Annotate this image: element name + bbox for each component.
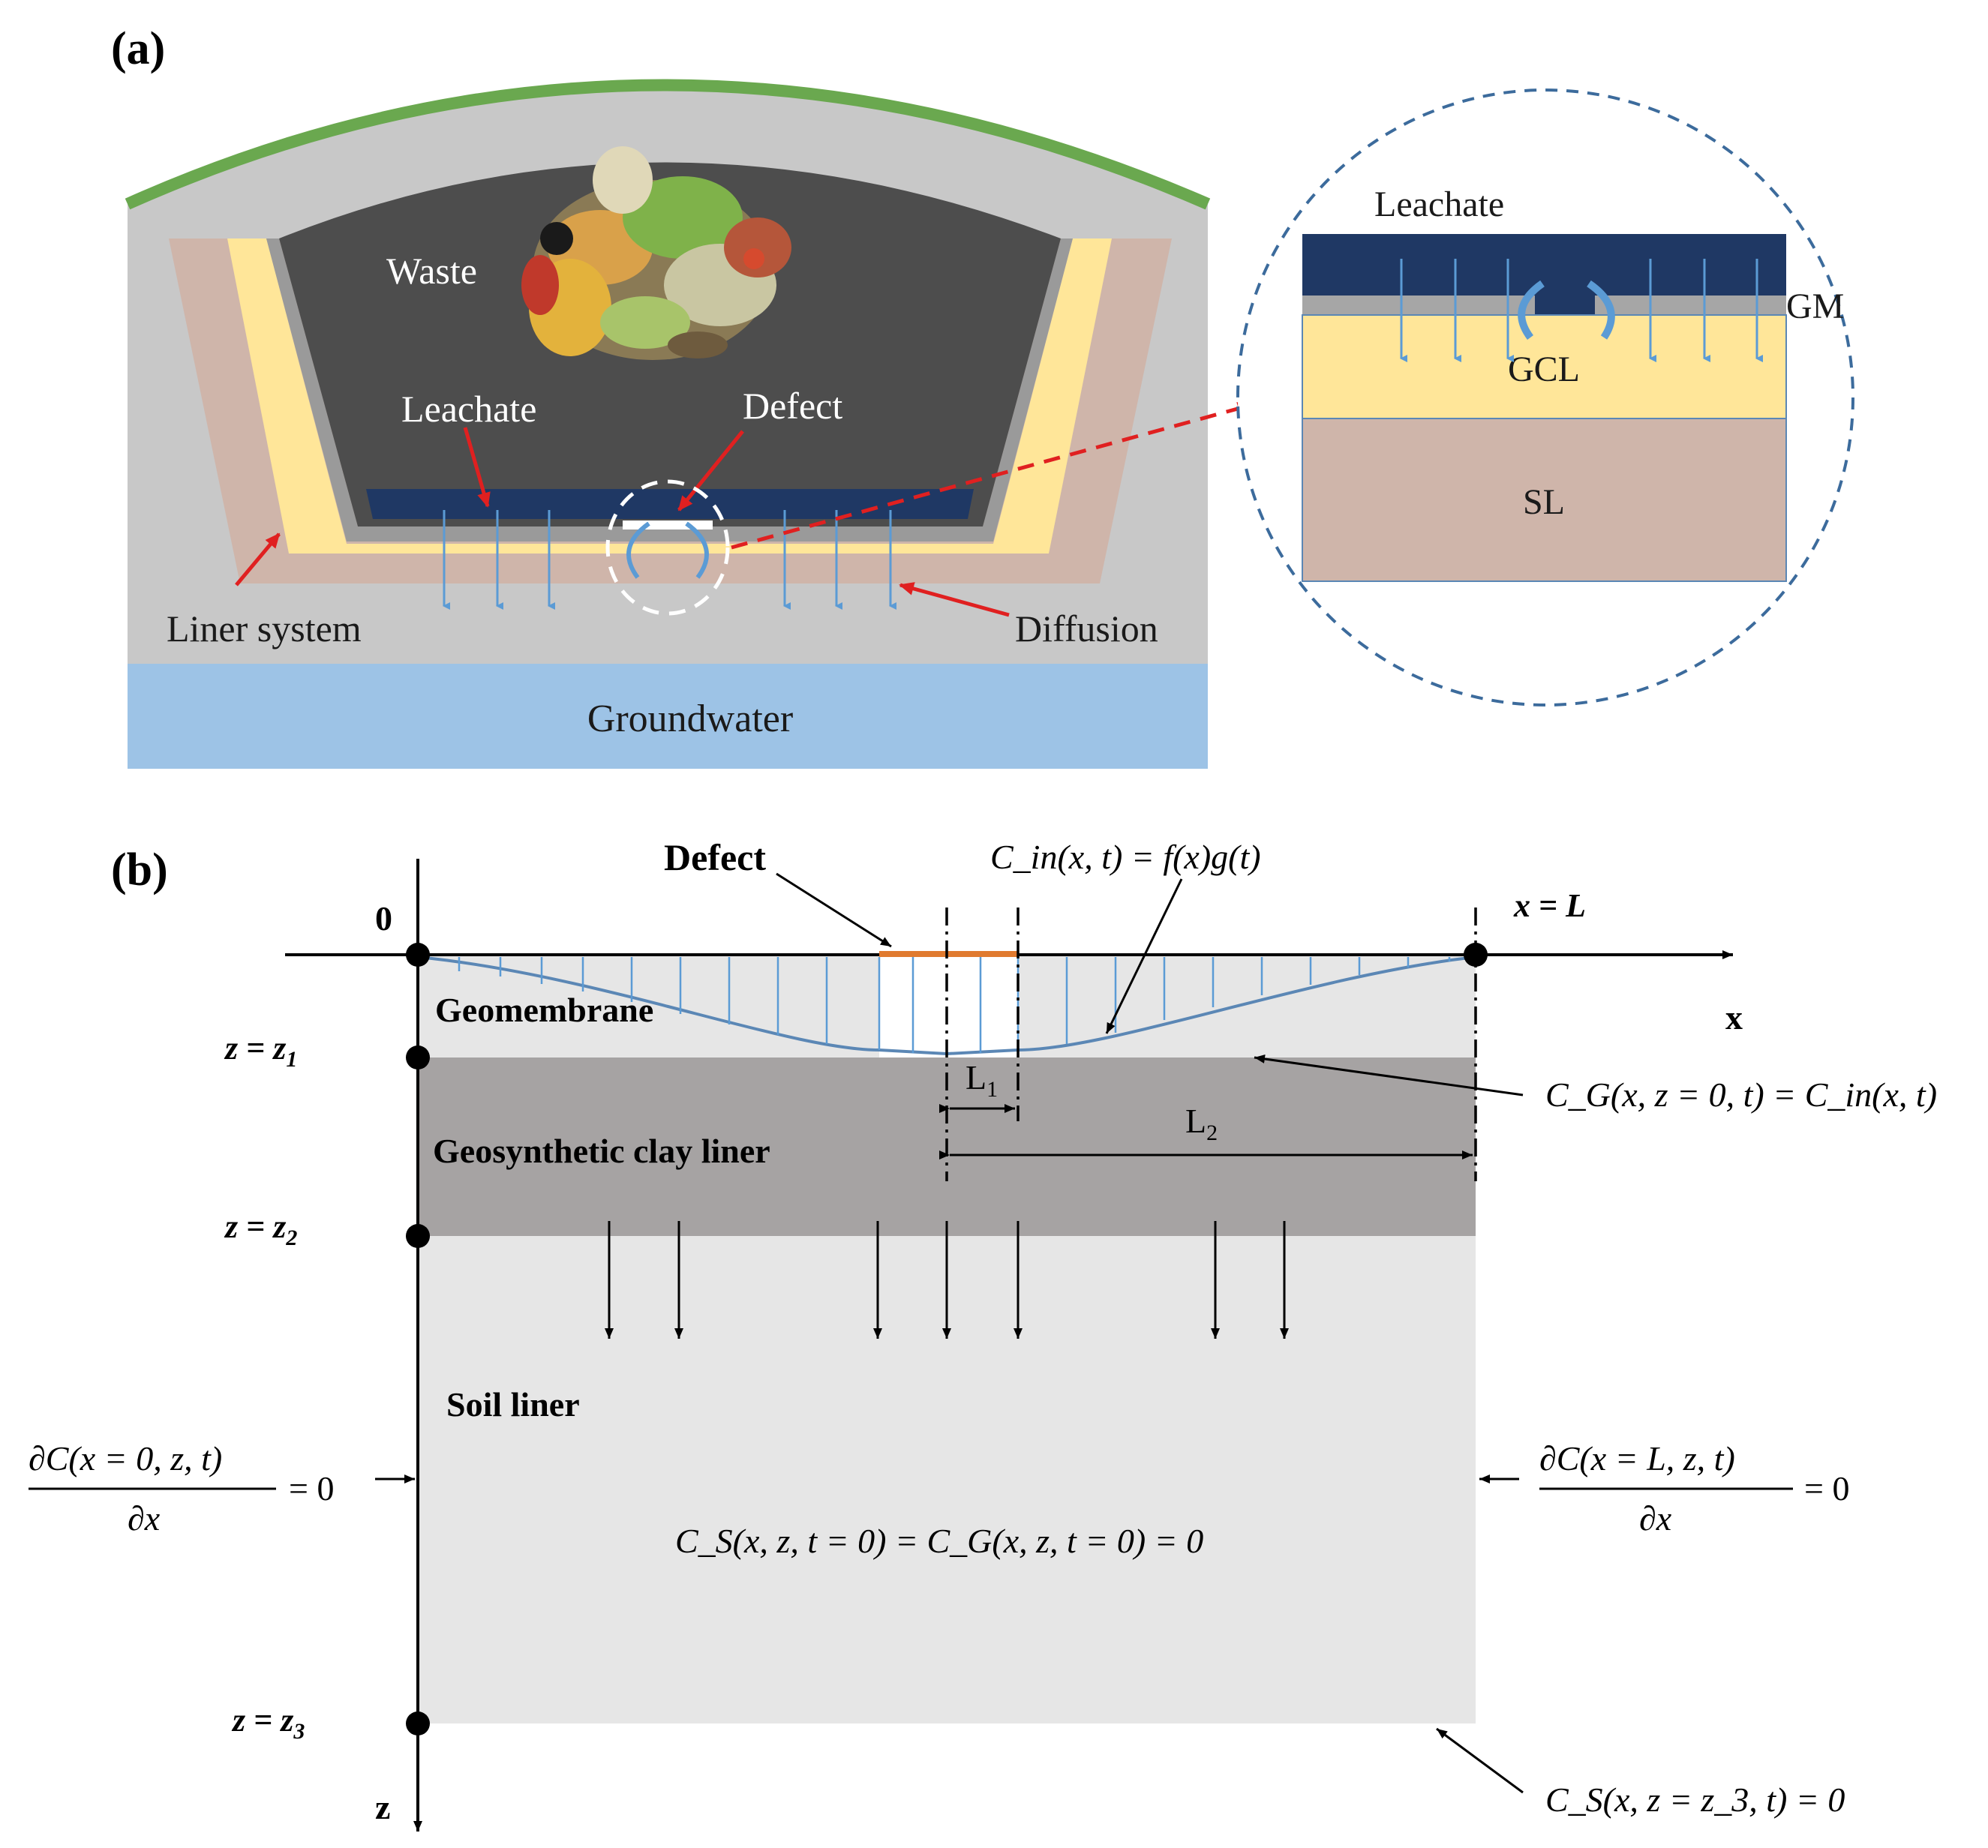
defect-pointer-arrow <box>677 430 744 512</box>
zoom-link-arrow <box>731 402 1253 550</box>
defect-highlight-circle <box>605 479 730 616</box>
origin-label: 0 <box>375 899 392 938</box>
leachate-label: Leachate <box>401 388 536 430</box>
defect-flow-left <box>626 521 650 579</box>
cg-pointer <box>1254 1054 1524 1096</box>
node-z3 <box>406 1712 430 1736</box>
diffusion-arrows-left <box>443 510 555 610</box>
L2-label-text: L <box>1185 1102 1206 1140</box>
svg-text:z = z3: z = z3 <box>231 1702 305 1744</box>
zoom-diffusion-arrows <box>1400 259 1763 362</box>
panel-b-label: (b) <box>111 844 168 896</box>
flux-arrows <box>605 1221 1289 1339</box>
defect-pointer-b <box>776 872 892 948</box>
leachate-pool <box>366 489 974 519</box>
geomembrane-defect <box>623 520 713 530</box>
soil-liner-label: Soil liner <box>446 1385 580 1424</box>
zoom-leachate-label: Leachate <box>1374 184 1504 224</box>
panel-b: (b) <box>29 836 1937 1832</box>
initial-condition: C_S(x, z, t = 0) = C_G(x, z, t = 0) = 0 <box>675 1522 1203 1560</box>
bc-left-den: ∂x <box>128 1499 161 1538</box>
z2-label-text: z = z <box>224 1208 286 1245</box>
cs-bottom-equation: C_S(x, z = z_3, t) = 0 <box>1545 1780 1845 1819</box>
zoom-gm-label: GM <box>1786 286 1844 326</box>
gcl-label: Geosynthetic clay liner <box>433 1132 770 1170</box>
gcl-layer <box>227 238 1112 554</box>
dash-dot-guides <box>945 908 1477 1181</box>
defect-zone-white <box>879 955 1018 1058</box>
zoom-sl-label: SL <box>1523 482 1565 522</box>
bc-left-num: ∂C(x = 0, z, t) <box>29 1439 222 1478</box>
bc-right: ∂C(x = L, z, t) ∂x = 0 <box>1479 1439 1849 1538</box>
z1-label-sub: 1 <box>286 1047 297 1072</box>
L1-label: L1 <box>965 1058 998 1102</box>
leachate-pointer-arrow <box>463 427 491 508</box>
L2-label: L2 <box>1185 1102 1218 1145</box>
z3-label-sub: 3 <box>293 1719 305 1744</box>
groundwater-layer <box>128 664 1208 769</box>
diffusion-label: Diffusion <box>1015 608 1158 650</box>
bc-left: ∂C(x = 0, z, t) ∂x = 0 <box>29 1439 415 1538</box>
L1-label-text: L <box>965 1058 986 1096</box>
zoom-gcl-label: GCL <box>1508 350 1580 389</box>
waste-pile-illustration <box>521 146 791 360</box>
geomembrane-label: Geomembrane <box>435 991 653 1029</box>
x-eq-L-label: x = L <box>1513 887 1586 924</box>
waste-label: Waste <box>386 250 477 292</box>
cin-pointer <box>1105 878 1183 1034</box>
liner-system-label: Liner system <box>167 608 362 650</box>
node-z1 <box>406 1046 430 1070</box>
svg-text:z = z1: z = z1 <box>224 1030 297 1072</box>
svg-text:z = z2: z = z2 <box>224 1208 297 1250</box>
defect-label-b: Defect <box>664 836 766 878</box>
diffusion-pointer-arrow <box>899 582 1010 617</box>
panel-a-label: (a) <box>111 23 165 74</box>
defect-label: Defect <box>743 385 842 427</box>
z2-label: z = z2 <box>224 1208 297 1250</box>
zoom-gm-layer-left <box>1302 296 1535 315</box>
bc-right-num: ∂C(x = L, z, t) <box>1539 1439 1735 1478</box>
green-cover <box>125 79 1211 210</box>
bc-left-rhs: = 0 <box>289 1469 334 1508</box>
z3-label-text: z = z <box>231 1702 293 1738</box>
z2-label-sub: 2 <box>285 1226 297 1250</box>
z1-label-text: z = z <box>224 1030 286 1066</box>
groundwater-label: Groundwater <box>587 698 793 740</box>
panel-a: (a) Groundwater Waste L <box>111 23 1854 769</box>
z-axis-label: z <box>375 1788 390 1826</box>
zoom-gm-layer-right <box>1595 296 1786 315</box>
x-axis-label: x <box>1725 998 1743 1036</box>
zoom-sl-layer <box>1302 418 1787 582</box>
L2-label-sub: 2 <box>1206 1120 1218 1145</box>
bc-right-rhs: = 0 <box>1804 1469 1849 1508</box>
z1-label: z = z1 <box>224 1030 297 1072</box>
L1-label-sub: 1 <box>986 1077 998 1102</box>
diffusion-arrows-right <box>783 510 896 610</box>
node-origin <box>406 943 430 967</box>
z3-label: z = z3 <box>231 1702 305 1744</box>
zoom-defect-gap <box>1535 296 1595 315</box>
node-z2 <box>406 1224 430 1248</box>
liner-system-arrow <box>235 532 281 586</box>
zoom-flow-left <box>1518 280 1545 340</box>
bc-right-den: ∂x <box>1639 1499 1672 1538</box>
cs-bottom-pointer <box>1436 1727 1524 1794</box>
geomembrane-layer <box>266 238 1073 542</box>
zoom-inset: Leachate GM GCL SL <box>1236 88 1854 706</box>
concentration-profile-hatching <box>458 957 1451 1053</box>
zoom-flow-right <box>1587 280 1615 340</box>
cg-equation: C_G(x, z = 0, t) = C_in(x, t) <box>1545 1076 1937 1114</box>
defect-flow-right <box>685 521 709 579</box>
cin-equation: C_in(x, t) = f(x)g(t) <box>990 838 1261 876</box>
